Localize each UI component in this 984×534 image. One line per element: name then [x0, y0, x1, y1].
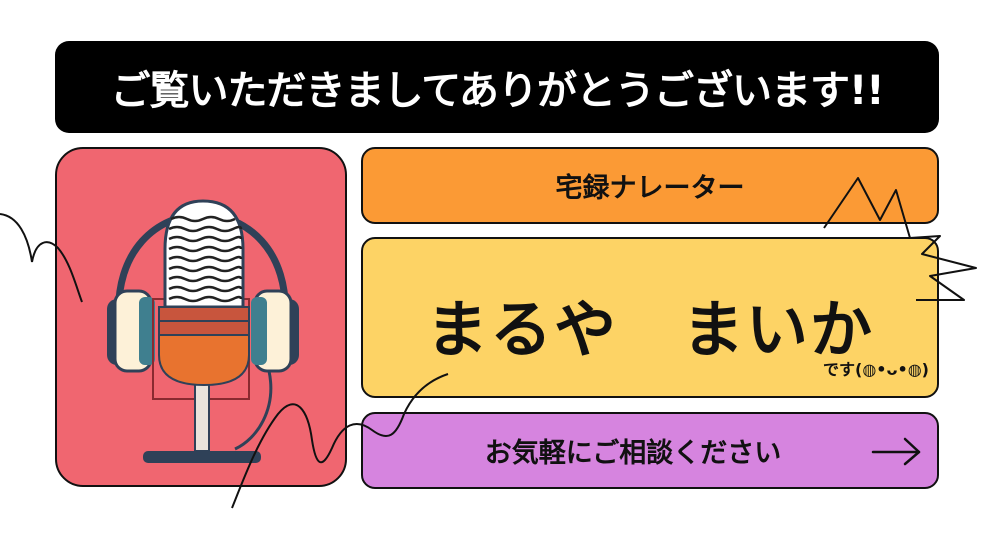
microphone-headphones-icon [107, 199, 299, 463]
role-box: 宅録ナレーター [361, 147, 939, 224]
thanks-banner: ご覧いただきましてありがとうございます!! [55, 41, 939, 133]
consult-button[interactable]: お気軽にご相談ください [361, 412, 939, 489]
narrator-name: まるや まいか [425, 293, 874, 366]
name-box: まるや まいか です(◍•ᴗ•◍) [361, 237, 939, 398]
arrow-right-icon [871, 437, 921, 466]
microphone-illustration-card [55, 147, 347, 487]
thanks-banner-text: ご覧いただきましてありがとうございます!! [110, 68, 884, 114]
name-suffix: です(◍•ᴗ•◍) [823, 360, 929, 379]
role-label: 宅録ナレーター [555, 173, 745, 204]
consult-label: お気軽にご相談ください [484, 438, 782, 469]
